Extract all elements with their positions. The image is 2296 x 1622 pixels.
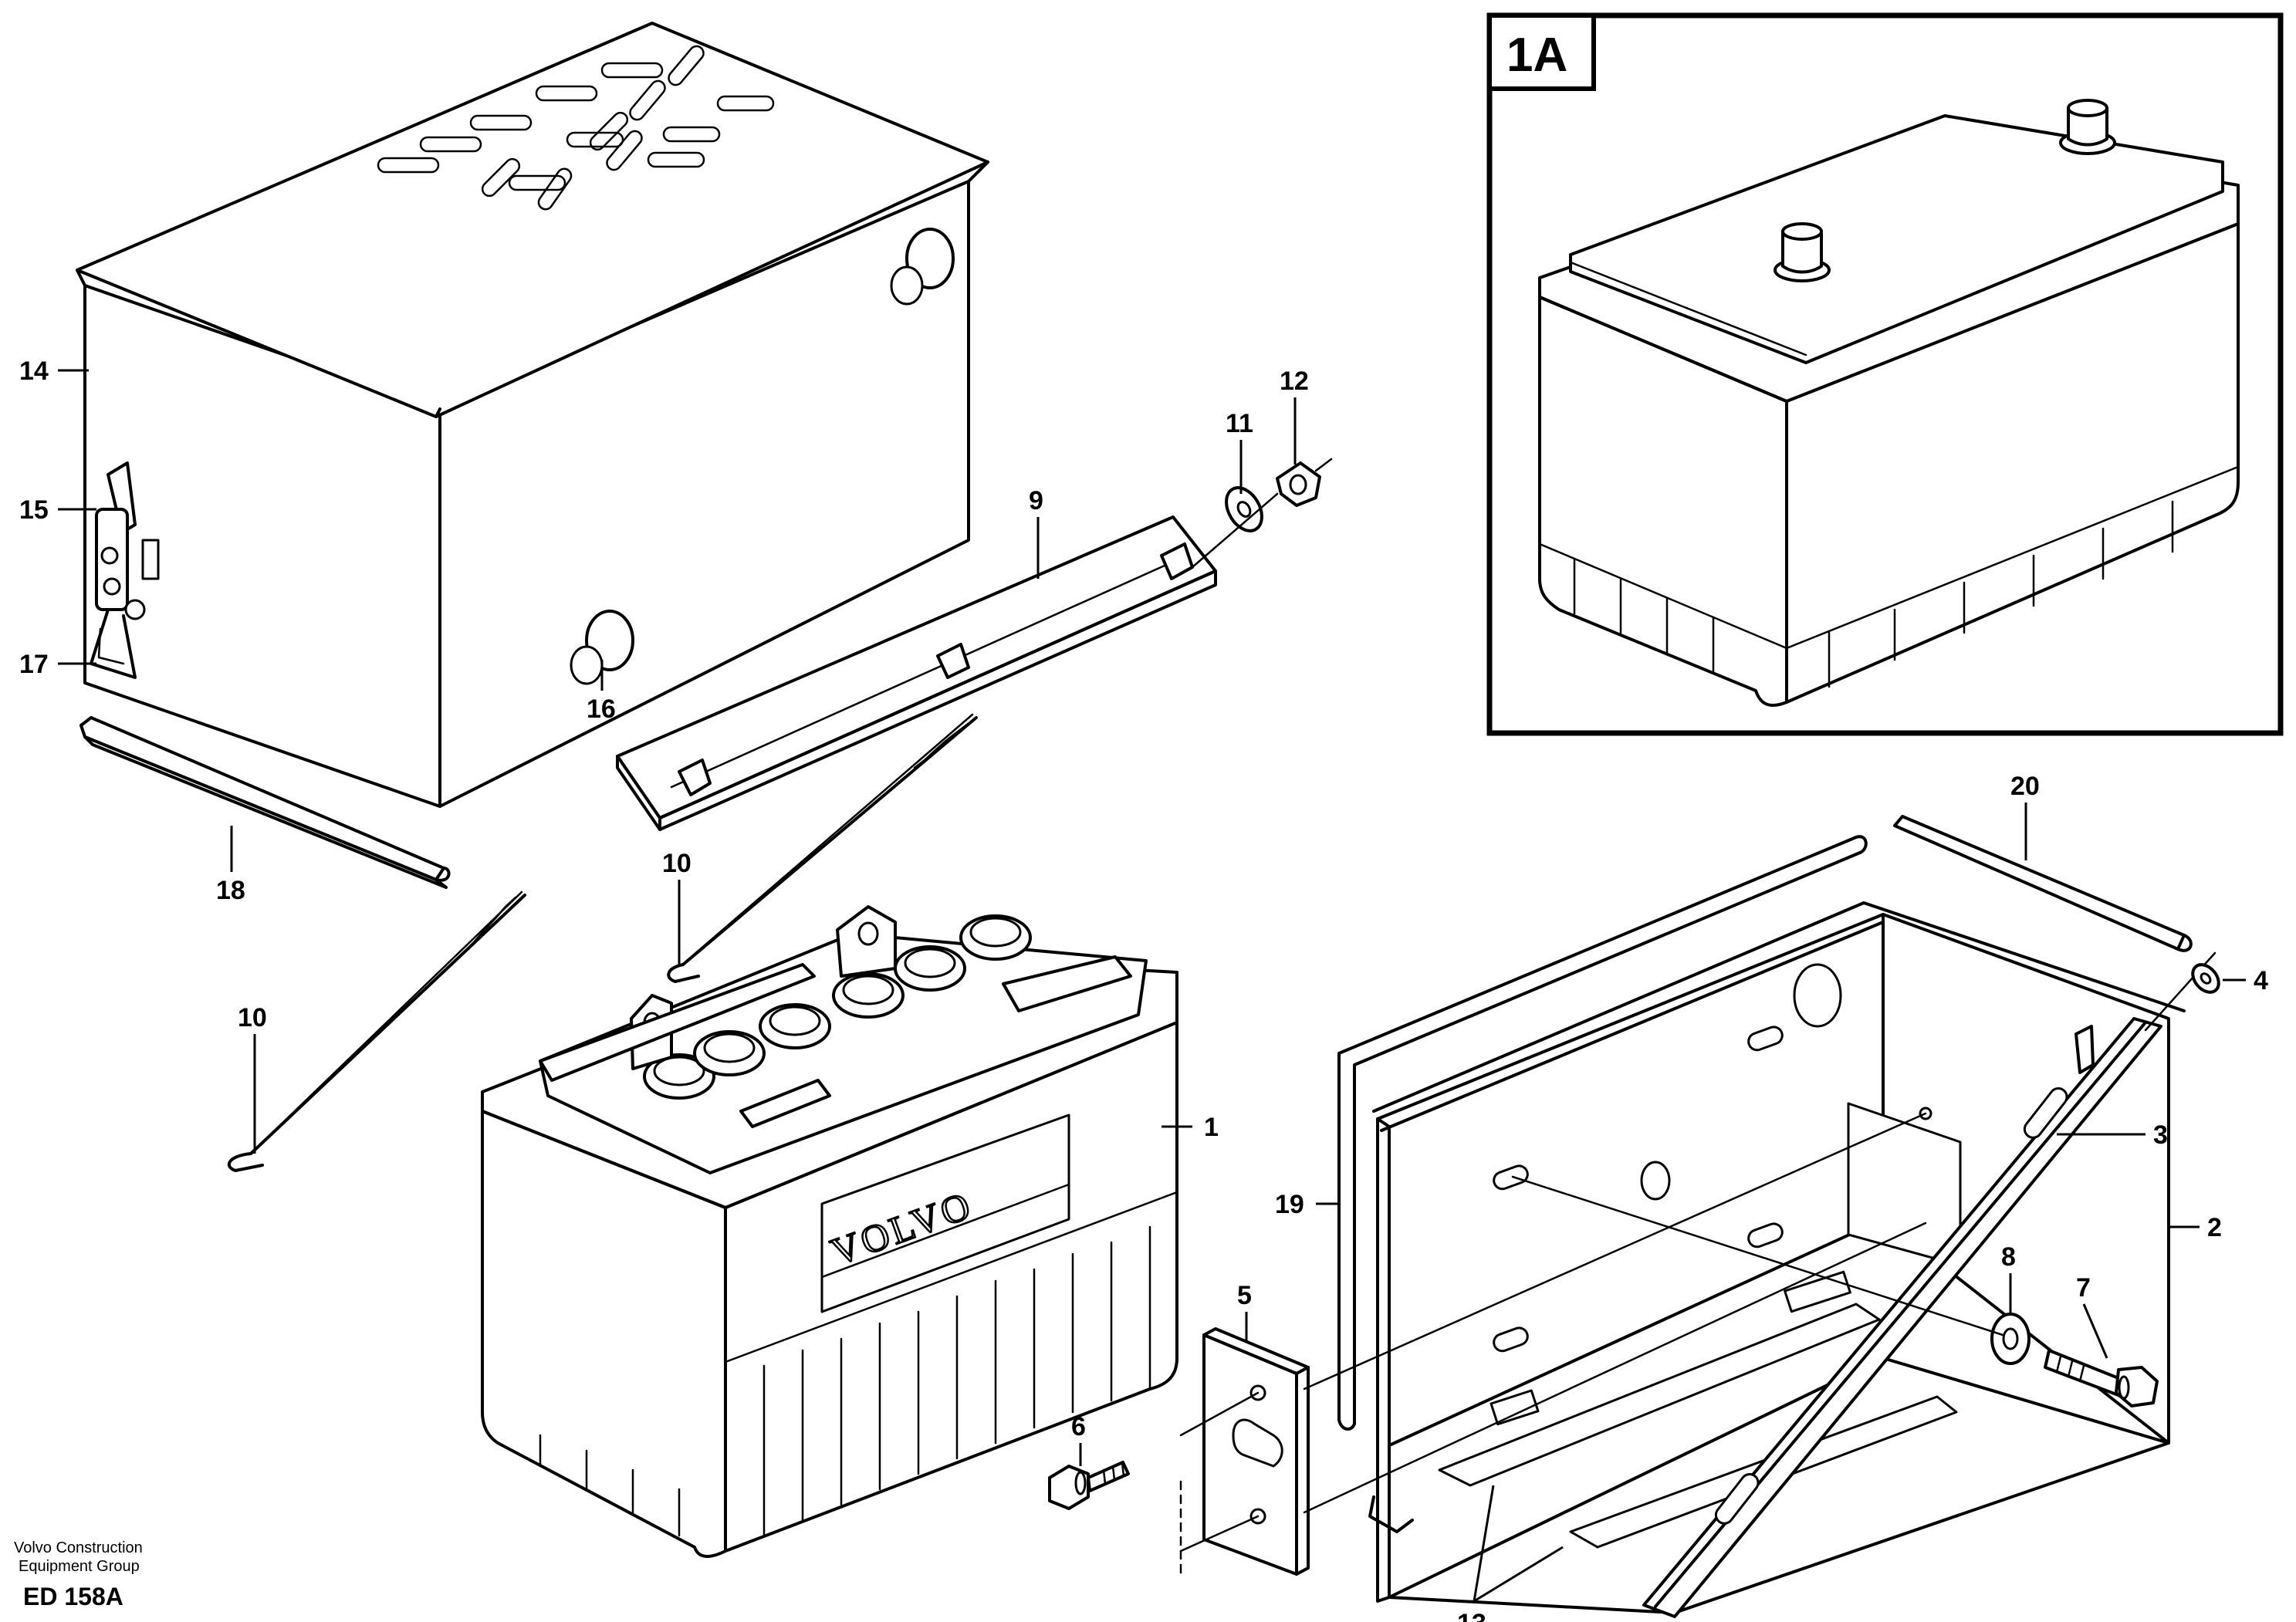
rod-axis-line [1303,1112,1927,1391]
tie-rod-right [667,713,978,983]
inset-panel: 1A [1486,12,2284,736]
callout-labels: 1 2 3 4 5 6 7 8 9 10 10 11 12 13 14 15 1… [19,357,2268,1622]
callout-leaders [58,369,2246,1603]
callout-6: 6 [1071,1412,1086,1441]
callout-1: 1 [1204,1113,1219,1142]
hinge-barrel-lower [570,610,634,685]
nut-12 [1276,458,1333,507]
clamp-bar-slot [678,542,1194,796]
callout-16: 16 [587,694,616,724]
callout-3: 3 [2153,1120,2168,1150]
footer-company-line1: Volvo Construction [14,1539,143,1556]
rod-axis-line [1179,1391,1260,1437]
callout-13: 13 [1457,1609,1486,1622]
box-floor-tab [1490,1389,1540,1426]
footer-company-line2: Equipment Group [19,1558,140,1575]
callout-7: 7 [2076,1273,2091,1303]
battery-cover [76,22,989,808]
callout-4: 4 [2254,966,2268,995]
floor-plate [1438,1303,1881,1487]
callout-12: 12 [1280,367,1309,396]
bolt-7 [2044,1349,2159,1407]
inset-ribs [1573,500,2174,688]
callout-10-upper: 10 [662,849,692,878]
hinge-barrel-upper [890,228,955,306]
callout-18: 18 [216,876,245,905]
rod-axis-line [1179,1515,1260,1553]
callout-2: 2 [2207,1213,2222,1242]
callout-20: 20 [2010,772,2040,801]
inset-battery [1538,99,2240,707]
rod-axis-line [1191,492,1279,569]
callout-15: 15 [19,495,49,525]
rod-axis-line [1511,1175,2004,1336]
washer-11 [1225,486,1263,532]
bolt-6 [1048,1461,1130,1510]
footer-code: ED 158A [23,1583,123,1610]
box-top-strip [1893,815,2193,952]
washer-4 [2191,963,2220,994]
box-floor-tab [1784,1270,1851,1313]
rod-axis-line [1303,1222,1927,1514]
callout-5: 5 [1237,1281,1252,1310]
hold-down-bar [1642,1017,2162,1618]
callout-14: 14 [19,357,49,386]
battery-ribs [539,1191,1178,1537]
footer: Volvo Construction Equipment Group ED 15… [14,1539,143,1610]
callout-19: 19 [1275,1190,1304,1219]
brand-panel [820,1113,1070,1313]
box-slot [1493,963,1932,1353]
inset-terminal [1774,99,2116,282]
cover-latch [90,461,160,679]
seal-strip-cover [79,716,451,889]
callout-17: 17 [19,650,49,679]
battery-box [1368,901,2186,1614]
bracket-plate [1179,1327,1310,1576]
clamp-bar [616,515,1217,831]
callout-8: 8 [2001,1242,2016,1272]
inset-label: 1A [1506,29,1567,82]
callout-11: 11 [1226,409,1253,438]
battery: VOLVO [481,905,1178,1558]
cover-vent-slots [377,45,775,211]
callout-9: 9 [1029,486,1043,515]
callout-10-lower: 10 [238,1003,267,1032]
washer-8 [1990,1313,2031,1365]
box-gasket [1337,835,1868,1431]
tie-rod-left [227,890,526,1172]
